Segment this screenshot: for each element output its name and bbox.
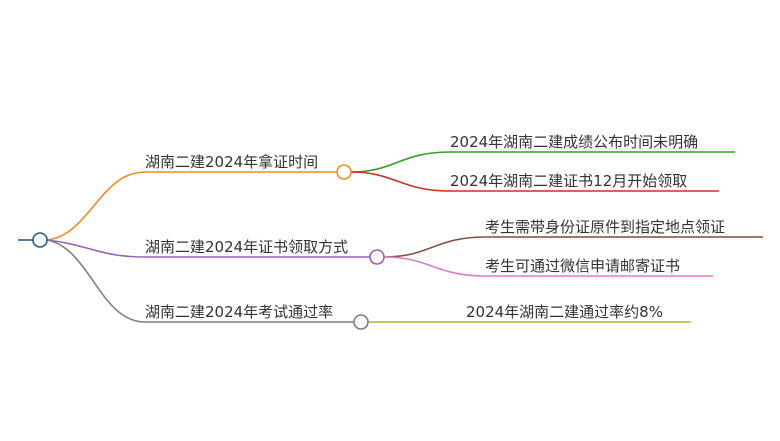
branch-2-link: [46, 239, 146, 323]
branch-0-child-0-link: [350, 151, 451, 173]
branch-1-child-0-label[interactable]: 考生需带身份证原件到指定地点领证: [485, 218, 725, 236]
branch-0-link: [46, 171, 146, 241]
branch-0-child-0-label[interactable]: 2024年湖南二建成绩公布时间未明确: [450, 133, 698, 151]
branch-0-child-1-link: [350, 171, 451, 192]
branch-2-node-circle[interactable]: [353, 314, 369, 330]
branch-1-child-1-link: [383, 256, 486, 277]
root-node-circle[interactable]: [32, 232, 48, 248]
branch-1-node-circle[interactable]: [369, 249, 385, 265]
branch-0-node-circle[interactable]: [336, 164, 352, 180]
branch-2-child-0-label[interactable]: 2024年湖南二建通过率约8%: [466, 303, 663, 321]
branch-2-label[interactable]: 湖南二建2024年考试通过率: [145, 303, 333, 321]
branch-1-child-1-label[interactable]: 考生可通过微信申请邮寄证书: [485, 257, 680, 275]
branch-0-child-1-label[interactable]: 2024年湖南二建证书12月开始领取: [450, 172, 687, 190]
branch-0-label[interactable]: 湖南二建2024年拿证时间: [145, 153, 318, 171]
branch-1-link: [46, 239, 146, 258]
branch-1-child-0-link: [383, 236, 486, 258]
branch-1-label[interactable]: 湖南二建2024年证书领取方式: [145, 238, 348, 256]
